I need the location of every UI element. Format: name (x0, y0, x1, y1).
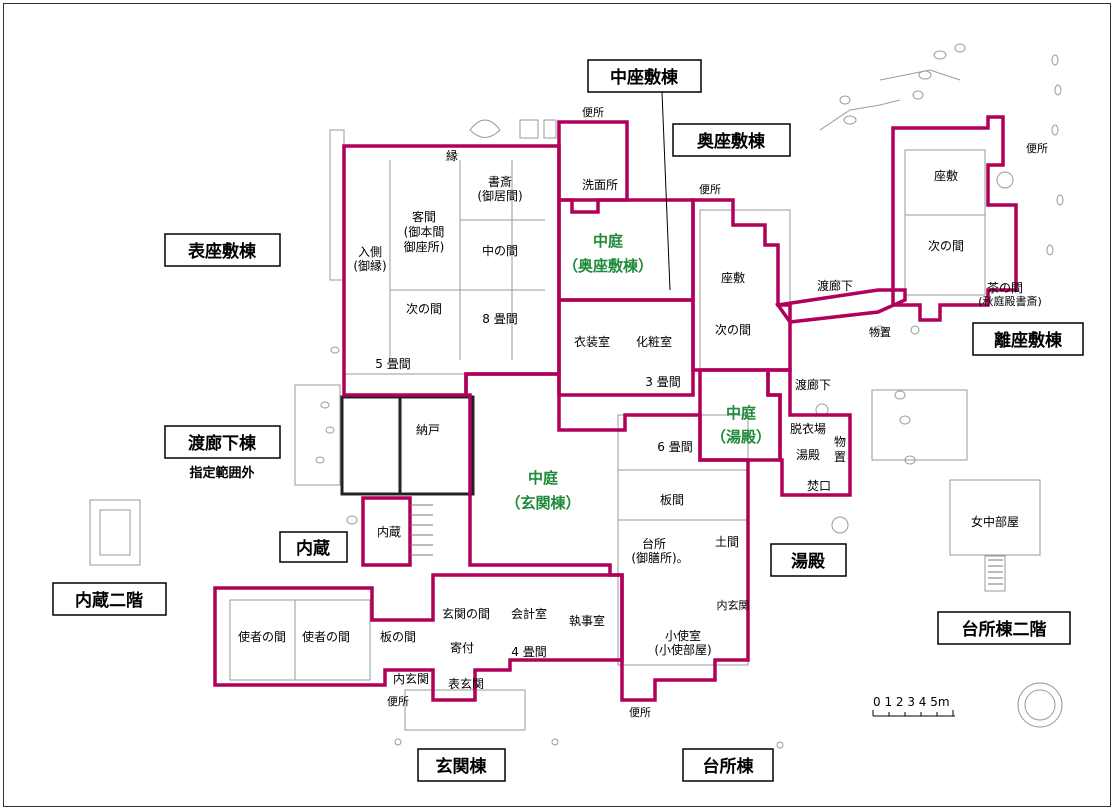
room-keshoshitsu: 化粧室 (636, 334, 672, 349)
room-kozukai-2: (小使部屋) (654, 642, 711, 657)
room-benjo-oku: 便所 (699, 183, 721, 196)
room-benjo-top: 便所 (582, 106, 604, 119)
room-senmenjo: 洗面所 (582, 178, 618, 192)
room-watarirouka-b: 渡廊下 (795, 377, 831, 392)
room-shisha-1: 使者の間 (238, 629, 286, 644)
label-boxes (52, 59, 1084, 782)
room-kaikeishitsu: 会計室 (511, 606, 547, 621)
stair-hatch (410, 504, 1003, 585)
label-oku-zashiki: 奥座敷棟 (697, 131, 766, 152)
plan-frame (3, 3, 1111, 807)
room-jochu-beya: 女中部屋 (971, 514, 1019, 529)
room-cha-no-ma-2: (秋庭殿書斎) (978, 294, 1042, 308)
room-takiguchi: 焚口 (807, 479, 831, 493)
room-uchigenkan-right: 内玄関 (717, 598, 750, 612)
room-uchigura: 内蔵 (377, 525, 401, 539)
room-doma: 土間 (715, 535, 739, 549)
room-zashiki-hanare: 座敷 (934, 168, 958, 183)
room-kyakuma-2: (御本間 (404, 224, 445, 239)
room-irigawa-2: (御縁) (353, 258, 386, 273)
label-shitei-hani-gai: 指定範囲外 (189, 465, 254, 481)
plan-structure (89, 69, 1063, 731)
room-daidokoro-1: 台所 (642, 536, 666, 551)
room-rokujo: 6 畳間 (657, 440, 692, 454)
naka-zashiki-leader (661, 91, 671, 291)
garden-genkan-line1: 中庭 (528, 469, 559, 487)
room-benjo-left: 便所 (387, 695, 409, 708)
room-ita-no-ma: 板の間 (380, 630, 416, 644)
label-genkan: 玄関棟 (436, 756, 488, 777)
label-watarirouka: 渡廊下棟 (188, 433, 257, 454)
room-yudono: 湯殿 (796, 448, 820, 462)
room-kyakuma-1: 客間 (412, 209, 436, 224)
label-uchigura-nikai: 内蔵二階 (75, 590, 143, 611)
room-watarirouka-a: 渡廊下 (817, 278, 853, 293)
garden-oku-line1: 中庭 (593, 232, 624, 250)
room-gojo: 5 畳間 (375, 357, 410, 371)
room-sanjo: 3 畳間 (645, 375, 680, 389)
label-hanare-zashiki: 離座敷棟 (994, 330, 1063, 351)
watarirouka-walls (340, 395, 475, 496)
room-benjo-hanare: 便所 (1026, 142, 1048, 155)
room-hachijo: 8 畳間 (482, 312, 517, 326)
garden-yudono-line1: 中庭 (726, 404, 757, 422)
label-daidokoro-nikai: 台所棟二階 (962, 619, 1047, 640)
room-monooki-b-2: 置 (834, 450, 846, 464)
room-uchigenkan-left: 内玄関 (393, 671, 429, 686)
room-kyakuma-3: 御座所) (404, 239, 445, 254)
room-nando: 納戸 (416, 423, 440, 437)
room-shitsujishitsu: 執事室 (569, 613, 605, 628)
room-tsugi-hanare: 次の間 (928, 239, 964, 253)
garden-genkan-line2: （玄関棟） (505, 494, 580, 512)
room-benjo-bottom: 便所 (629, 706, 651, 719)
label-uchigura: 内蔵 (296, 538, 330, 559)
room-omote-genkan: 表玄関 (448, 676, 484, 691)
label-naka-zashiki: 中座敷棟 (610, 67, 679, 88)
room-monooki-b-1: 物 (834, 435, 846, 449)
garden-yudono-line2: （湯殿） (711, 428, 771, 446)
room-en: 縁 (446, 148, 458, 163)
scale-bar (872, 710, 955, 717)
room-yojo: 4 畳間 (511, 645, 546, 659)
room-kozukai-1: 小使室 (665, 628, 701, 643)
stepping-stones (315, 43, 1064, 749)
room-genkan-no-ma: 玄関の間 (442, 606, 490, 621)
label-yudono: 湯殿 (791, 552, 826, 572)
room-zashiki-oku: 座敷 (721, 270, 745, 285)
scale-text: 0 1 2 3 4 5m (873, 695, 950, 709)
room-datsuijo: 脱衣場 (790, 421, 826, 436)
label-daidokoro: 台所棟 (703, 756, 755, 777)
room-tsugi-no-ma: 次の間 (406, 302, 442, 316)
garden-oku-line2: （奥座敷棟） (563, 257, 653, 275)
room-shosai-2: (御居間) (477, 188, 522, 203)
room-cha-no-ma-1: 茶の間 (987, 280, 1023, 295)
room-shosai-1: 書斎 (488, 174, 512, 189)
label-omote-zashiki: 表座敷棟 (188, 241, 257, 262)
room-monooki-a: 物置 (869, 325, 891, 339)
room-irigawa-1: 入側 (358, 245, 382, 259)
designated-outline (213, 115, 1018, 702)
room-naka-no-ma: 中の間 (482, 243, 518, 258)
room-shisha-2: 使者の間 (302, 629, 350, 644)
room-itama: 板間 (660, 493, 684, 507)
room-ishoshitsu: 衣装室 (574, 334, 610, 349)
room-daidokoro-2: (御膳所)。 (631, 550, 688, 565)
room-yoritsuki: 寄付 (450, 640, 474, 655)
room-tsugi-oku: 次の間 (715, 323, 751, 337)
